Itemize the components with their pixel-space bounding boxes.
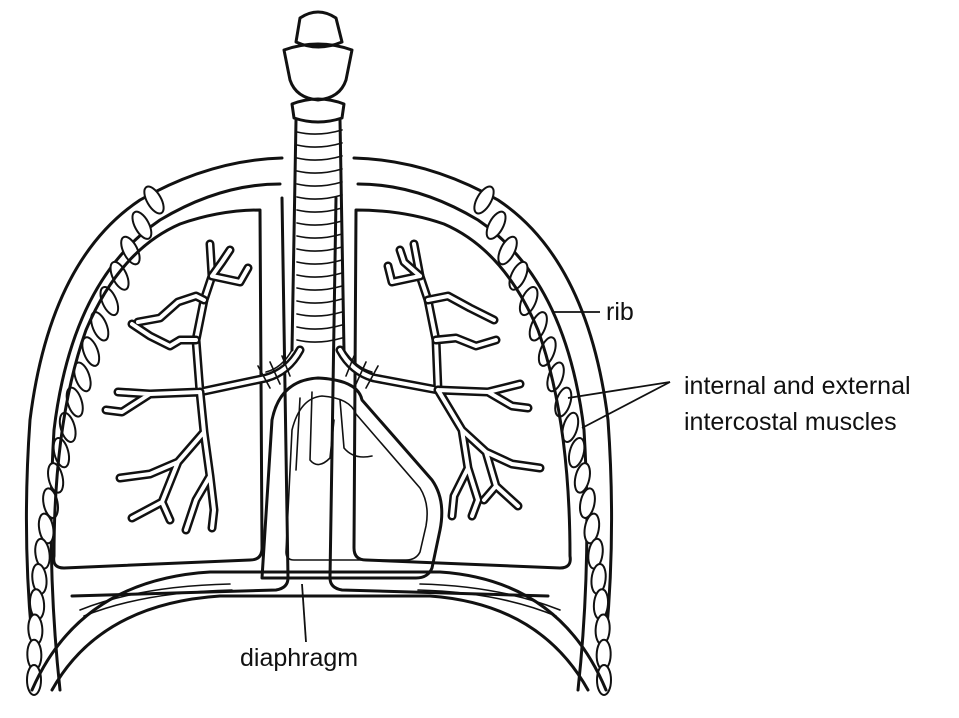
trachea-ring xyxy=(297,156,342,160)
trachea-ring xyxy=(297,143,342,147)
intercostal-muscles-left xyxy=(27,184,168,695)
trachea-ring xyxy=(297,130,342,134)
intercostal-segment xyxy=(506,259,531,292)
trachea-ring xyxy=(297,182,342,186)
intercostal-segment xyxy=(27,665,41,695)
bronchial-tree-left xyxy=(106,244,300,530)
intercostal-segment xyxy=(495,234,521,267)
diaphragm xyxy=(32,572,606,690)
intercostal-segment xyxy=(597,665,611,695)
intercostal-segment xyxy=(88,310,112,343)
diaphragm-label: diaphragm xyxy=(240,644,358,672)
rib-label: rib xyxy=(606,298,634,326)
intercostal-label-line1: internal and external xyxy=(684,372,911,400)
intercostal-segment xyxy=(107,259,132,292)
diaphragm-leader xyxy=(302,584,306,642)
larynx xyxy=(284,12,352,122)
intercostal-muscles-right xyxy=(470,184,611,695)
intercostal-label-line2: intercostal muscles xyxy=(684,408,897,436)
right-lung xyxy=(330,198,570,596)
leader-lines xyxy=(302,312,670,642)
trachea-ring xyxy=(297,169,342,173)
